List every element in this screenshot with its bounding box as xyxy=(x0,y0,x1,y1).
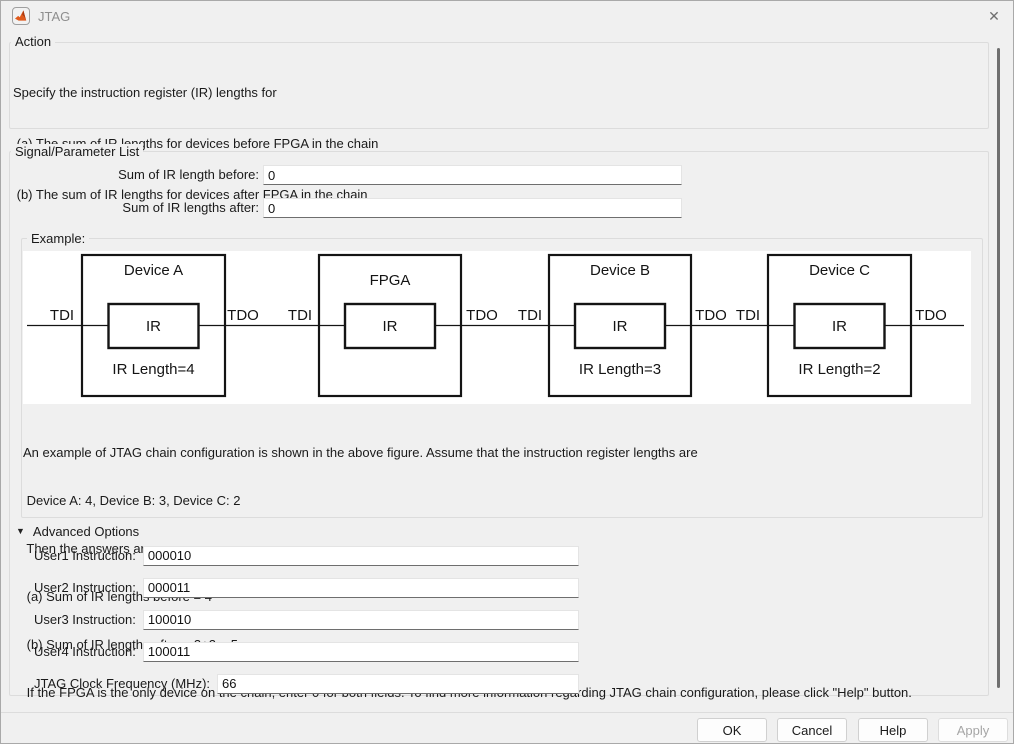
port-label: TDO xyxy=(695,307,727,324)
ir-length-label: IR Length=2 xyxy=(798,361,880,378)
device-name-label: Device B xyxy=(590,262,650,279)
scrollbar[interactable] xyxy=(993,35,1003,711)
example-legend: Example: xyxy=(27,231,90,246)
ir-box xyxy=(343,302,437,350)
ir-length-label: IR Length=3 xyxy=(579,361,661,378)
user4-instruction-row: User4 Instruction: xyxy=(34,641,579,662)
example-groupbox xyxy=(21,238,983,518)
window-title: JTAG xyxy=(38,9,71,24)
chevron-down-icon: ▼ xyxy=(16,526,25,536)
ir-box xyxy=(573,302,667,350)
port-label: TDI xyxy=(736,307,760,324)
title-bar: JTAG ✕ xyxy=(1,1,1013,31)
example-note-line: Device A: 4, Device B: 3, Device C: 2 xyxy=(23,493,241,508)
scrollbar-thumb[interactable] xyxy=(997,48,1000,688)
advanced-options-toggle[interactable]: ▼ Advanced Options xyxy=(16,522,139,540)
example-note-line: Then the answers are: xyxy=(23,541,156,556)
device-box xyxy=(547,253,693,398)
port-label: TDI xyxy=(518,307,542,324)
port-label: TDO xyxy=(227,307,259,324)
ir-label: IR xyxy=(832,318,847,335)
port-label: TDI xyxy=(50,307,74,324)
device-name-label: Device A xyxy=(124,262,183,279)
example-note-line: An example of JTAG chain configuration i… xyxy=(23,445,698,460)
action-line: Specify the instruction register (IR) le… xyxy=(13,85,277,100)
jtag-chain-diagram: Device A IR IR Length=4 FPGA IR Device B IR IR … xyxy=(23,251,971,404)
jtag-clock-frequency-row: JTAG Clock Frequency (MHz): xyxy=(34,673,579,694)
help-button[interactable]: Help xyxy=(858,718,928,742)
action-line: (b) The sum of IR lengths for devices af… xyxy=(13,187,368,202)
user1-instruction-input[interactable] xyxy=(142,545,579,566)
signal-parameter-groupbox xyxy=(9,151,989,696)
ir-box xyxy=(793,302,886,350)
signal-parameter-legend: Signal/Parameter List xyxy=(11,144,144,159)
close-icon: ✕ xyxy=(988,7,1000,24)
device-name-label: Device C xyxy=(809,262,870,279)
user3-instruction-row: User3 Instruction: xyxy=(34,609,579,630)
device-box xyxy=(766,253,913,398)
jtag-clock-frequency-input[interactable] xyxy=(217,673,579,694)
ir-length-label: IR Length=4 xyxy=(112,361,194,378)
user4-instruction-label: User4 Instruction: xyxy=(34,644,136,659)
action-legend: Action xyxy=(11,34,56,49)
ok-button[interactable]: OK xyxy=(697,718,767,742)
device-box xyxy=(80,253,227,398)
ir-box xyxy=(107,302,200,350)
user2-instruction-input[interactable] xyxy=(142,577,579,598)
port-label: TDI xyxy=(288,307,312,324)
sum-ir-after-label: Sum of IR lengths after: xyxy=(122,200,259,215)
user3-instruction-input[interactable] xyxy=(142,609,579,630)
sum-ir-after-input[interactable] xyxy=(263,198,682,218)
advanced-options-label: Advanced Options xyxy=(32,523,140,539)
action-groupbox xyxy=(9,42,989,129)
user1-instruction-row: User1 Instruction: xyxy=(34,545,579,566)
sum-ir-before-label: Sum of IR length before: xyxy=(118,167,259,182)
jtag-clock-frequency-label: JTAG Clock Frequency (MHz): xyxy=(34,676,211,691)
port-label: TDO xyxy=(915,307,947,324)
device-box xyxy=(317,253,463,398)
user3-instruction-label: User3 Instruction: xyxy=(34,612,136,627)
user1-instruction-label: User1 Instruction: xyxy=(34,548,136,563)
sum-ir-before-input[interactable] xyxy=(263,165,682,185)
user2-instruction-label: User2 Instruction: xyxy=(34,580,136,595)
matlab-icon xyxy=(12,7,30,25)
ir-label: IR xyxy=(613,318,628,335)
apply-button[interactable]: Apply xyxy=(938,718,1008,742)
cancel-button[interactable]: Cancel xyxy=(777,718,847,742)
user2-instruction-row: User2 Instruction: xyxy=(34,577,579,598)
user4-instruction-input[interactable] xyxy=(142,641,579,662)
ir-label: IR xyxy=(146,318,161,335)
port-label: TDO xyxy=(466,307,498,324)
footer-divider xyxy=(1,712,1013,713)
ir-label: IR xyxy=(383,318,398,335)
close-button[interactable]: ✕ xyxy=(980,4,1008,28)
device-name-label: FPGA xyxy=(370,272,411,289)
